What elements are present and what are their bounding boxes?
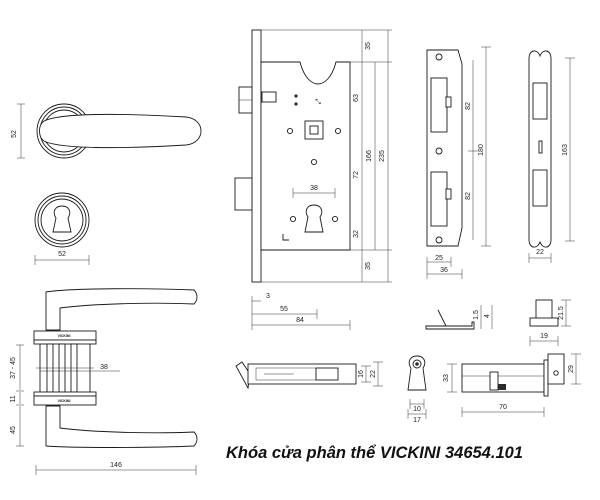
dim-side-mid: 11	[10, 395, 17, 402]
dim-lip-4: 4	[484, 314, 491, 318]
dim-latch-22: 22	[370, 370, 377, 378]
handle-side-view: VICKINI VICKINI 37 - 45 11 45 38 146	[10, 288, 198, 475]
dim-side-upper: 37 - 45	[10, 357, 17, 379]
dim-cylinder-rose-width: 52	[58, 251, 66, 258]
dim-cyl-70: 70	[499, 404, 507, 411]
dim-strike-180: 180	[478, 144, 485, 156]
lock-body-view: ⤡ 38 35 63 72 166 235 32 35	[234, 29, 392, 330]
dim-strike-25: 25	[435, 255, 443, 262]
dim-side-lower: 45	[10, 426, 17, 434]
lever-handle-front-view: 52	[11, 103, 202, 159]
dim-body-166: 166	[366, 150, 373, 162]
dim-lip-1-5: 1.5	[473, 310, 480, 320]
dim-cyl-33: 33	[443, 374, 450, 382]
dim-cyl-17: 17	[413, 417, 421, 424]
dim-strike-82-bottom: 82	[465, 192, 472, 200]
faceplate-view: 163 22	[528, 50, 575, 263]
cylinder-rose-view: 52	[34, 192, 90, 265]
latch-side-view: 16 22	[235, 361, 383, 390]
dim-strike-82-top: 82	[465, 102, 472, 110]
dim-body-235: 235	[379, 150, 386, 162]
dim-face-163: 163	[562, 144, 569, 156]
keeper-box-view: 21.5 19	[529, 299, 571, 346]
dim-cyl-29: 29	[568, 365, 575, 373]
dim-side-spindle: 38	[100, 364, 108, 371]
dim-body-32: 32	[353, 230, 360, 238]
dim-face-22: 22	[536, 249, 544, 256]
dim-body-38: 38	[310, 185, 318, 192]
dim-handle-rose-height: 52	[11, 130, 18, 138]
dim-body-top: 35	[365, 42, 372, 50]
brand-mark-lower: VICKINI	[58, 399, 71, 403]
strike-plate-view: 82 180 82 25 36	[426, 46, 491, 279]
brand-mark-upper: VICKINI	[58, 334, 71, 338]
dim-body-72: 72	[353, 171, 360, 179]
dim-body-3: 3	[266, 293, 270, 300]
svg-text:⤡: ⤡	[315, 99, 321, 106]
cylinder-side-view: 33 29 70	[443, 353, 581, 417]
dim-cyl-10: 10	[413, 406, 421, 413]
dim-box-21-5: 21.5	[558, 306, 565, 320]
product-caption: Khóa cửa phân thể VICKINI 34654.101	[226, 444, 523, 462]
dim-body-bottom: 35	[365, 262, 372, 270]
strike-lip-view: 1.5 4	[425, 305, 493, 330]
dim-strike-36: 36	[440, 267, 448, 274]
dim-body-55: 55	[280, 306, 288, 313]
dim-body-84: 84	[296, 317, 304, 324]
dim-box-19: 19	[540, 333, 548, 340]
dim-handle-length: 146	[110, 462, 122, 469]
dim-latch-16: 16	[358, 370, 365, 378]
cylinder-profile-view: 10 17	[407, 355, 427, 424]
dim-body-63: 63	[353, 94, 360, 102]
